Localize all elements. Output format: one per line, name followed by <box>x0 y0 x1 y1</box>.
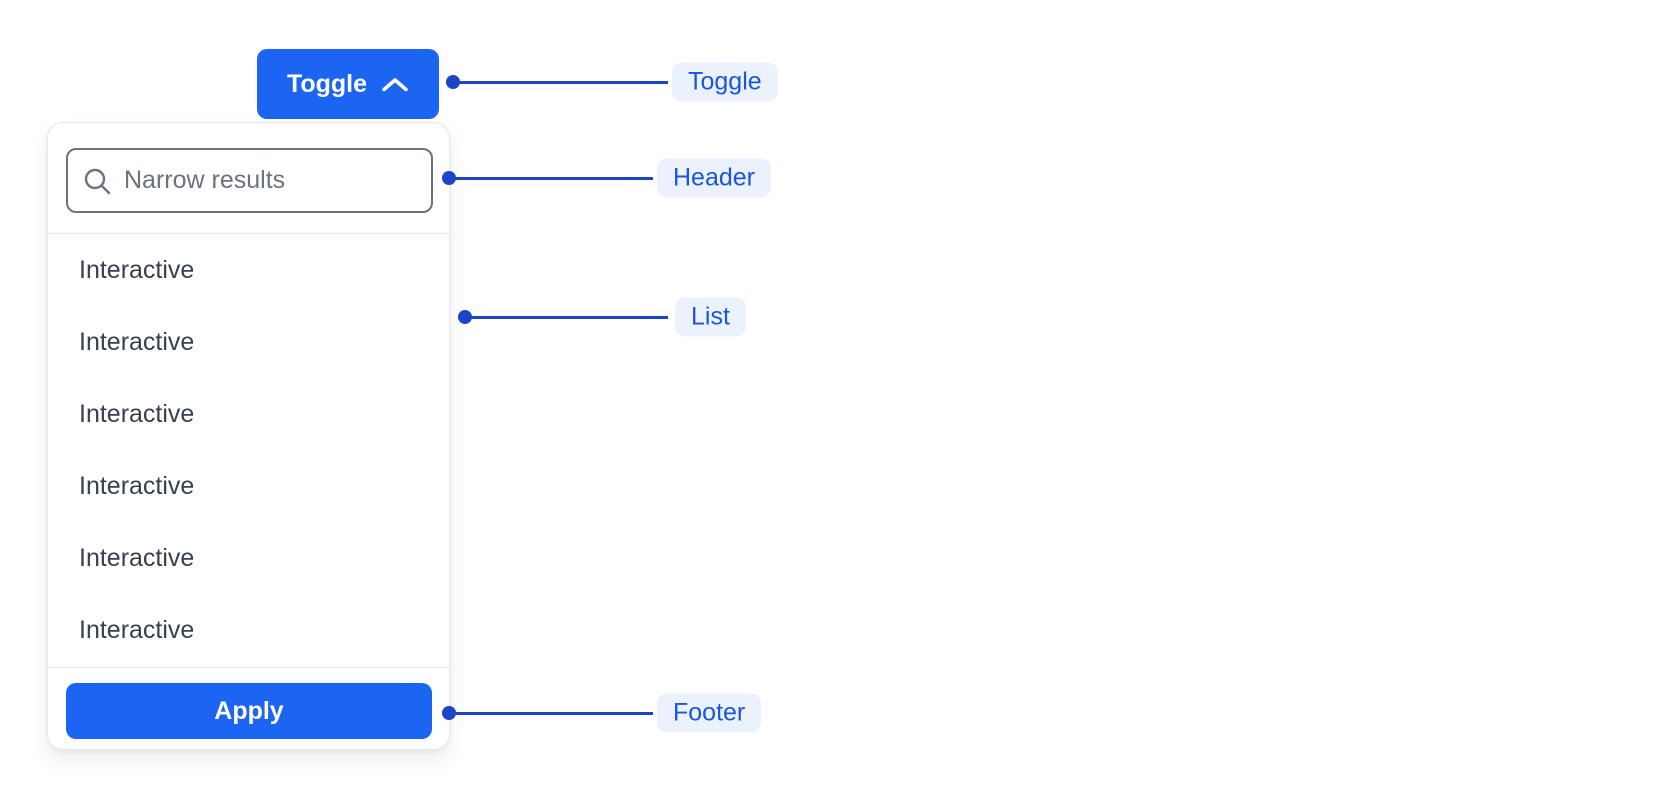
connector-line <box>449 711 653 715</box>
connector-line <box>453 80 668 84</box>
dropdown-panel: Interactive Interactive Interactive Inte… <box>47 122 450 750</box>
dropdown-list: Interactive Interactive Interactive Inte… <box>48 234 449 667</box>
annotation-label-footer: Footer <box>657 693 762 733</box>
list-item[interactable]: Interactive <box>79 327 195 356</box>
list-item[interactable]: Interactive <box>79 472 195 501</box>
list-item[interactable]: Interactive <box>79 399 195 428</box>
apply-button[interactable]: Apply <box>66 683 432 739</box>
toggle-button-label: Toggle <box>286 69 368 98</box>
annotation-label-header: Header <box>657 158 771 198</box>
list-item[interactable]: Interactive <box>79 616 195 645</box>
annotation-label-toggle: Toggle <box>672 62 778 102</box>
search-field <box>66 148 433 213</box>
list-item[interactable]: Interactive <box>79 255 195 284</box>
connector-line <box>465 315 668 319</box>
list-item[interactable]: Interactive <box>79 544 195 573</box>
toggle-button[interactable]: Toggle <box>257 49 439 119</box>
dropdown-footer: Apply <box>48 667 449 749</box>
dropdown-header <box>48 123 449 234</box>
search-input[interactable] <box>66 148 433 213</box>
chevron-up-icon <box>381 75 409 93</box>
annotation-label-list: List <box>675 297 746 337</box>
connector-line <box>449 176 653 180</box>
